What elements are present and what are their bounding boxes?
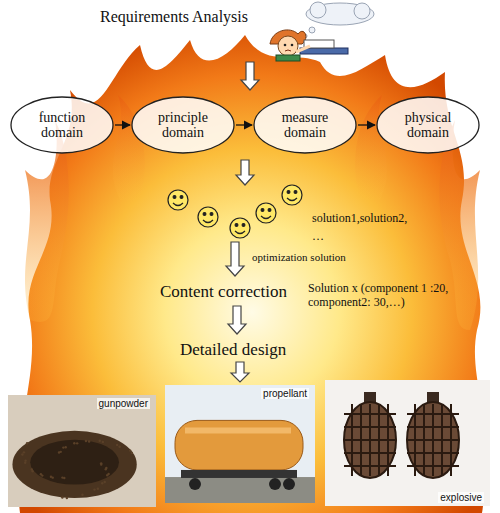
gunpowder-photo — [8, 395, 156, 507]
flow-arrow — [115, 124, 130, 125]
propellant-tank-photo — [165, 385, 315, 503]
block-arrow — [226, 62, 259, 382]
product-photo: propellant — [165, 385, 315, 503]
text-label: Solution x (component 1 :20, component2:… — [308, 282, 490, 310]
text-label: … — [312, 230, 324, 244]
text-label: solution1,solution2, — [312, 212, 407, 226]
thinker-cartoon — [270, 2, 374, 61]
domain-name: measure domain — [269, 110, 342, 141]
domain-ellipse: physical domain — [376, 96, 480, 154]
ellipse-outline — [132, 97, 234, 153]
domain-name: principle domain — [147, 110, 220, 141]
text-label: optimization solution — [252, 251, 346, 264]
ellipse-outline — [11, 97, 113, 153]
product-photo: explosive — [325, 380, 490, 506]
photo-caption: explosive — [438, 492, 484, 503]
domain-name: function domain — [26, 110, 99, 141]
smiley-faces — [168, 185, 302, 238]
domain-ellipse: principle domain — [131, 96, 235, 154]
flow-arrow — [236, 124, 252, 125]
domain-ellipse: function domain — [10, 96, 114, 154]
explosive-photo — [325, 380, 490, 506]
ellipse-outline — [254, 97, 356, 153]
domain-name: physical domain — [392, 110, 465, 141]
flow-arrow — [358, 124, 375, 125]
domain-ellipse: measure domain — [253, 96, 357, 154]
text-label: Requirements Analysis — [100, 8, 248, 26]
photo-caption: gunpowder — [97, 398, 150, 409]
fire-tongue — [355, 95, 387, 200]
text-label: Content correction — [160, 282, 287, 302]
photo-caption: propellant — [261, 388, 309, 399]
product-photo: gunpowder — [8, 395, 156, 507]
ellipse-outline — [377, 97, 479, 153]
text-label: Detailed design — [180, 340, 286, 360]
